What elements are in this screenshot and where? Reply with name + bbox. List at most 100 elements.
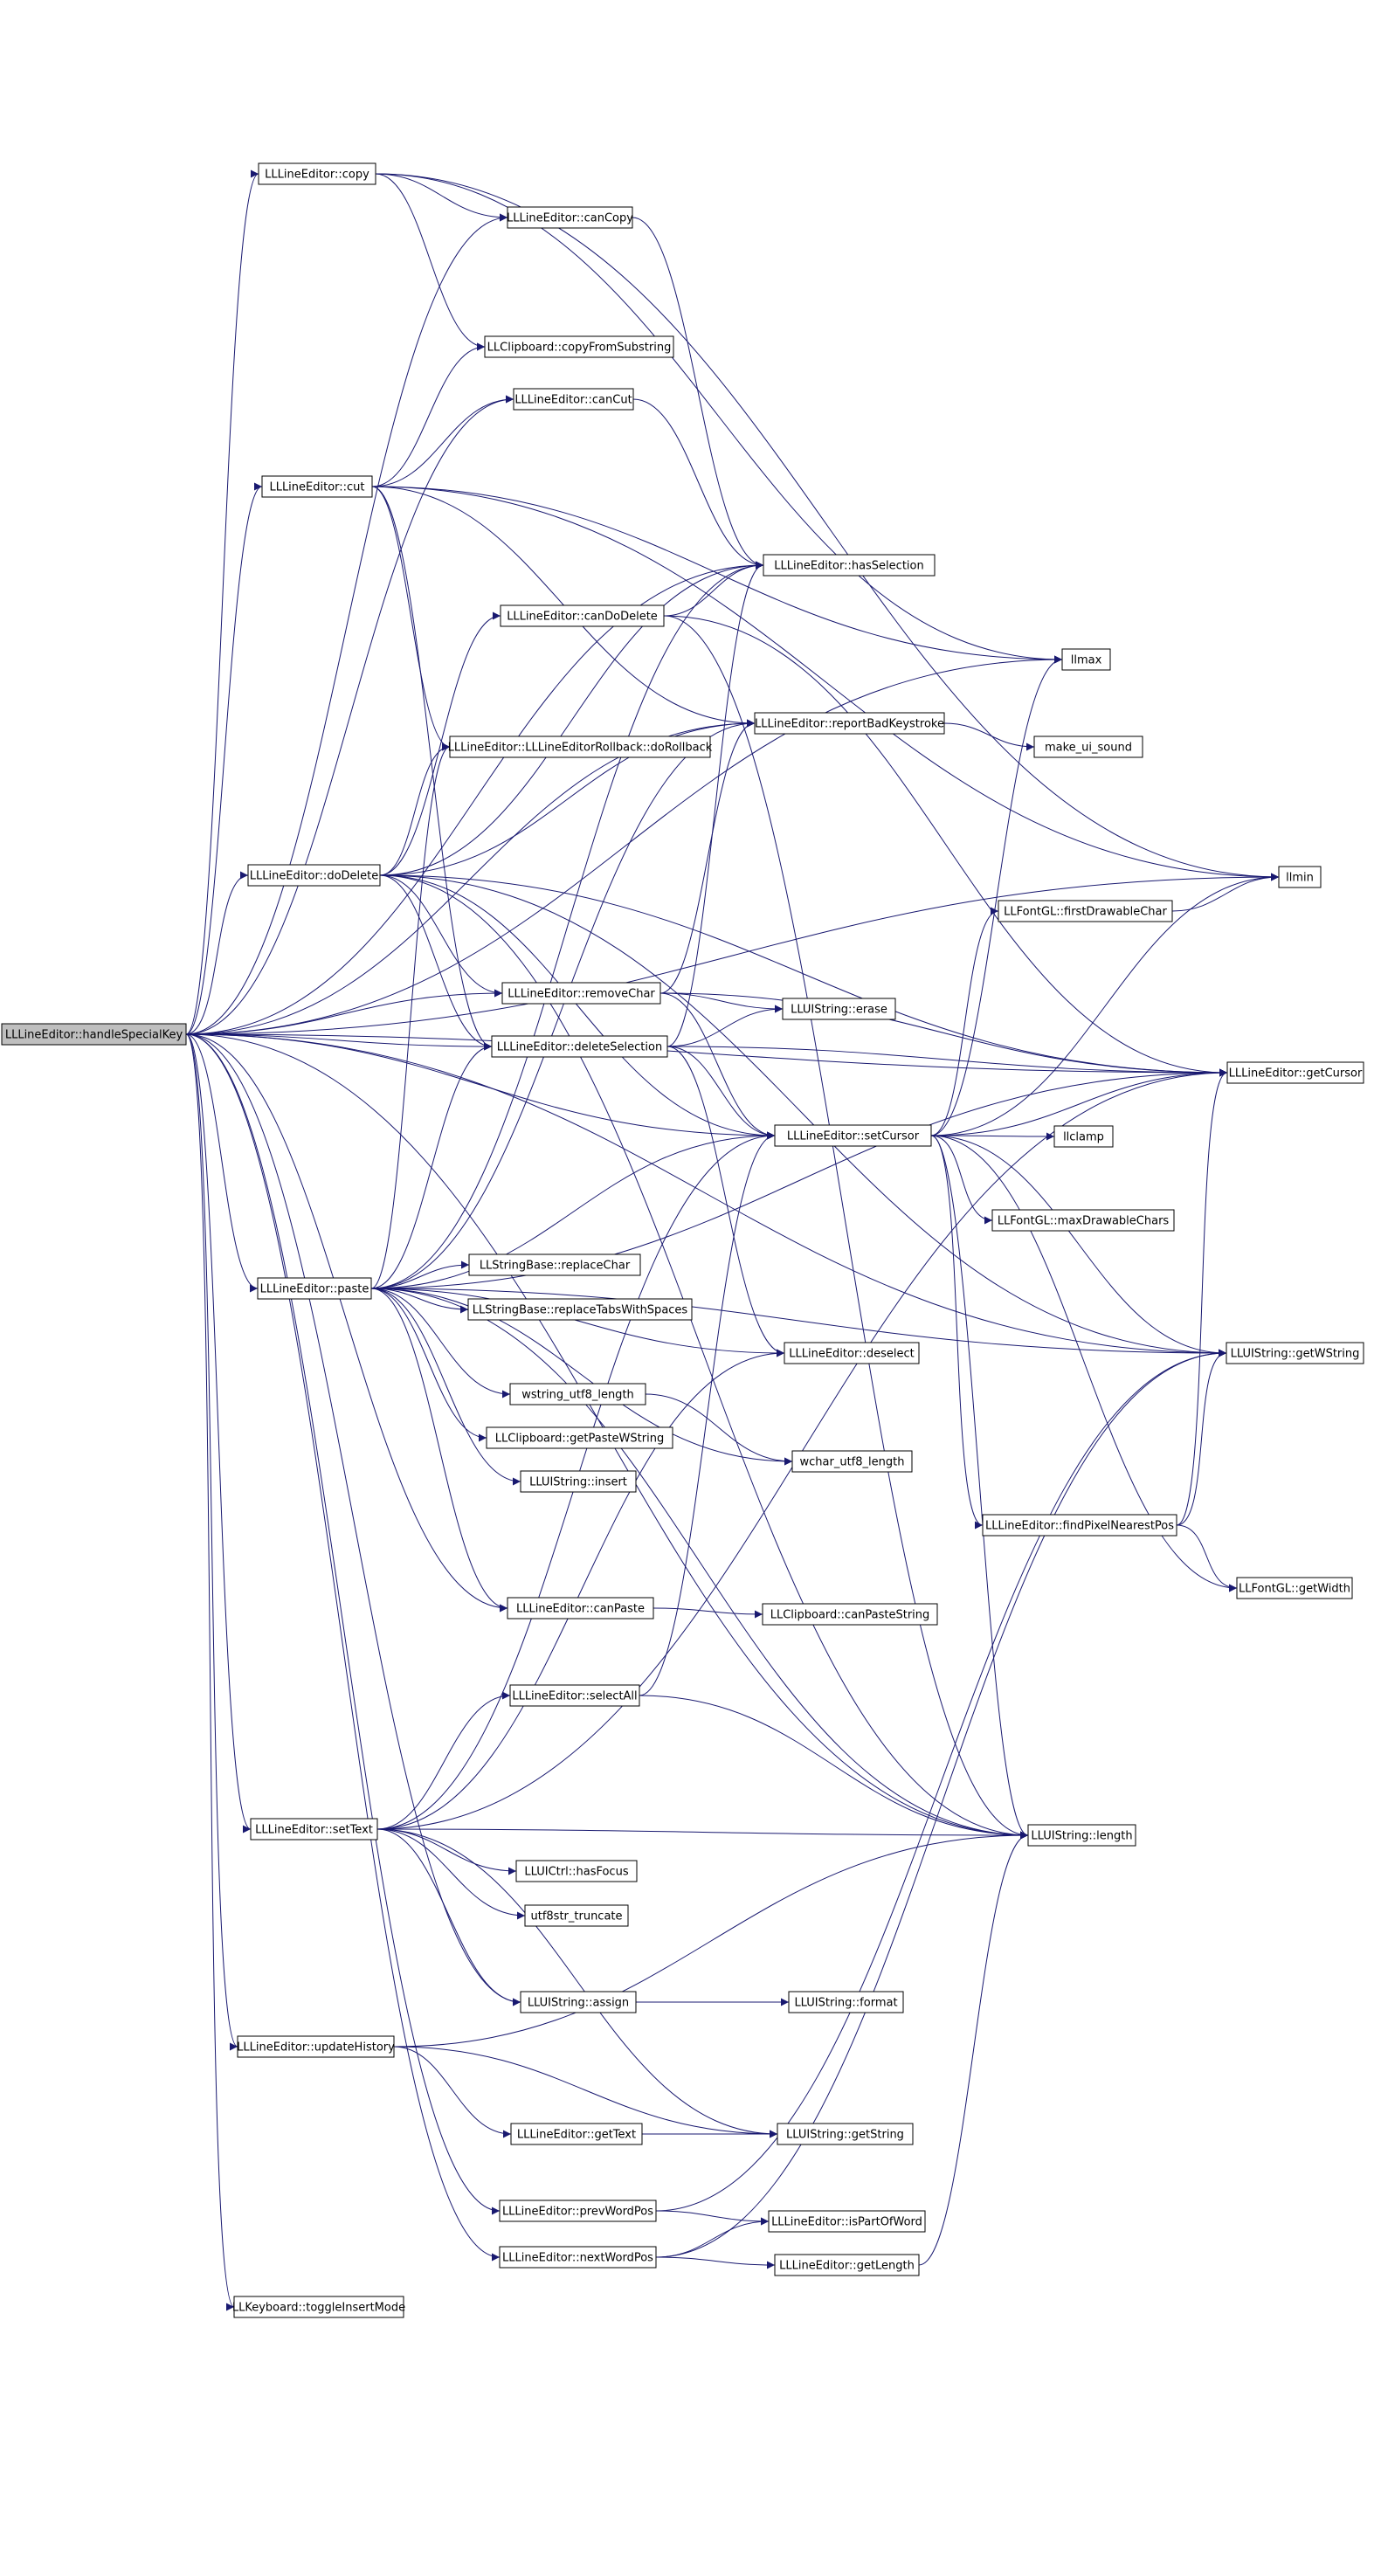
node-wstring-utf8-length[interactable]: wstring_utf8_length bbox=[509, 1383, 646, 1405]
node-lllineeditor-settext[interactable]: LLLineEditor::setText bbox=[250, 1818, 378, 1840]
node-llfontgl-firstdrawablechar[interactable]: LLFontGL::firstDrawableChar bbox=[998, 900, 1173, 922]
node-lllineeditor-lllineeditorrollback-dorollback[interactable]: LLLineEditor::LLLineEditorRollback::doRo… bbox=[448, 736, 713, 758]
edge-setcursor-to-firstdrawablechar bbox=[930, 907, 999, 1136]
node-label: LLLineEditor::selectAll bbox=[512, 1690, 637, 1703]
node-lluistring-getstring[interactable]: LLUIString::getString bbox=[777, 2123, 914, 2145]
node-label: LLLineEditor::getCursor bbox=[1229, 1067, 1363, 1081]
edge-removechar-to-setcursor bbox=[659, 992, 776, 1140]
node-lluistring-format[interactable]: LLUIString::format bbox=[788, 1991, 904, 2013]
edge-wstring-utf8-length-to-wchar-utf8-length bbox=[645, 1393, 793, 1466]
node-lllineeditor-getlength[interactable]: LLLineEditor::getLength bbox=[774, 2254, 920, 2276]
node-box bbox=[763, 554, 936, 577]
node-lllineeditor-cut[interactable]: LLLineEditor::cut bbox=[261, 475, 373, 498]
node-box bbox=[486, 1426, 673, 1449]
node-lllineeditor-gettext[interactable]: LLLineEditor::getText bbox=[510, 2123, 643, 2145]
edge-dodelete-to-removechar bbox=[379, 874, 503, 998]
node-label: LLFontGL::maxDrawableChars bbox=[998, 1215, 1170, 1228]
node-box bbox=[484, 335, 674, 358]
node-lllineeditor-updatehistory[interactable]: LLLineEditor::updateHistory bbox=[237, 2035, 395, 2058]
node-lluistring-assign[interactable]: LLUIString::assign bbox=[520, 1991, 637, 2013]
node-lllineeditor-candodelete[interactable]: LLLineEditor::canDoDelete bbox=[500, 604, 665, 627]
edge-handlespecialkey-to-hasselection bbox=[185, 561, 764, 1035]
node-llfontgl-getwidth[interactable]: LLFontGL::getWidth bbox=[1236, 1577, 1353, 1599]
node-lllineeditor-reportbadkeystroke[interactable]: LLLineEditor::reportBadKeystroke bbox=[754, 712, 945, 735]
node-llmin[interactable]: llmin bbox=[1278, 866, 1322, 888]
node-label: LLLineEditor::getText bbox=[517, 2129, 636, 2142]
node-llkeyboard-toggleinsertmode[interactable]: LLKeyboard::toggleInsertMode bbox=[232, 2296, 405, 2318]
node-lllineeditor-nextwordpos[interactable]: LLLineEditor::nextWordPos bbox=[499, 2246, 657, 2269]
node-lluistring-insert[interactable]: LLUIString::insert bbox=[520, 1470, 637, 1493]
node-make-ui-sound[interactable]: make_ui_sound bbox=[1033, 736, 1143, 758]
node-box bbox=[237, 2035, 395, 2058]
edge-settext-to-deselect bbox=[376, 1349, 785, 1830]
node-lllineeditor-deselect[interactable]: LLLineEditor::deselect bbox=[784, 1342, 920, 1364]
node-llfontgl-maxdrawablechars[interactable]: LLFontGL::maxDrawableChars bbox=[991, 1209, 1175, 1232]
node-llclipboard-copyfromsubstring[interactable]: LLClipboard::copyFromSubstring bbox=[484, 335, 674, 358]
node-lllineeditor-dodelete[interactable]: LLLineEditor::doDelete bbox=[247, 864, 381, 887]
node-utf8str-truncate[interactable]: utf8str_truncate bbox=[524, 1904, 629, 1927]
edge-handlespecialkey-to-deleteselection bbox=[185, 1033, 493, 1051]
edge-deleteselection-to-erase bbox=[666, 1005, 784, 1047]
node-lluistring-getwstring[interactable]: LLUIString::getWString bbox=[1226, 1342, 1364, 1364]
node-lllineeditor-copy[interactable]: LLLineEditor::copy bbox=[258, 162, 376, 185]
edge-paste-to-hasselection bbox=[370, 561, 764, 1289]
node-lluictrl-hasfocus[interactable]: LLUICtrl::hasFocus bbox=[515, 1860, 638, 1882]
node-lllineeditor-setcursor[interactable]: LLLineEditor::setCursor bbox=[774, 1124, 932, 1147]
node-lllineeditor-canpaste[interactable]: LLLineEditor::canPaste bbox=[507, 1597, 654, 1619]
edge-settext-to-assign bbox=[376, 1828, 521, 2006]
node-wchar-utf8-length[interactable]: wchar_utf8_length bbox=[791, 1450, 913, 1473]
edge-canpaste-to-canpastestring bbox=[653, 1607, 763, 1619]
edge-prevwordpos-to-getwstring bbox=[655, 1349, 1227, 2212]
edge-dodelete-to-getwstring bbox=[379, 874, 1227, 1357]
node-lllineeditor-removechar[interactable]: LLLineEditor::removeChar bbox=[501, 982, 661, 1005]
edge-cut-to-deleteselection bbox=[371, 486, 493, 1051]
node-box bbox=[510, 2123, 643, 2145]
edge-setcursor-to-llmin bbox=[930, 873, 1280, 1136]
node-llclipboard-getpastewstring[interactable]: LLClipboard::getPasteWString bbox=[486, 1426, 673, 1449]
edge-handlespecialkey-to-canpaste bbox=[185, 1033, 508, 1613]
node-label: LLUIString::erase bbox=[791, 1004, 887, 1017]
edge-selectall-to-setcursor bbox=[639, 1131, 776, 1696]
edge-candodelete-to-hasselection bbox=[663, 561, 764, 617]
node-lllineeditor-prevwordpos[interactable]: LLLineEditor::prevWordPos bbox=[499, 2200, 657, 2222]
node-llstringbase-replacetabswithspaces[interactable]: LLStringBase::replaceTabsWithSpaces bbox=[467, 1298, 693, 1321]
node-label: LLClipboard::copyFromSubstring bbox=[487, 342, 672, 355]
node-box bbox=[257, 1277, 372, 1300]
node-lluistring-erase[interactable]: LLUIString::erase bbox=[782, 998, 896, 1020]
node-lllineeditor-cancopy[interactable]: LLLineEditor::canCopy bbox=[507, 206, 633, 229]
edge-getlength-to-length bbox=[918, 1831, 1029, 2266]
node-lllineeditor-deleteselection[interactable]: LLLineEditor::deleteSelection bbox=[491, 1035, 668, 1058]
node-llclipboard-canpastestring[interactable]: LLClipboard::canPasteString bbox=[762, 1603, 938, 1626]
node-box bbox=[1033, 736, 1143, 758]
node-lllineeditor-cancut[interactable]: LLLineEditor::canCut bbox=[513, 388, 634, 411]
node-box bbox=[788, 1991, 904, 2013]
edge-paste-to-deleteselection bbox=[370, 1042, 493, 1289]
node-lllineeditor-hasselection[interactable]: LLLineEditor::hasSelection bbox=[763, 554, 936, 577]
edge-handlespecialkey-to-getwstring bbox=[185, 1033, 1227, 1357]
edge-handlespecialkey-to-toggleinsertmode bbox=[185, 1033, 235, 2311]
node-label: LLLineEditor::reportBadKeystroke bbox=[755, 718, 944, 731]
node-lllineeditor-paste[interactable]: LLLineEditor::paste bbox=[257, 1277, 372, 1300]
edge-cut-to-dorollback bbox=[371, 486, 451, 751]
node-lluistring-length[interactable]: LLUIString::length bbox=[1027, 1824, 1136, 1847]
nodes: LLLineEditor::handleSpecialKeyLLLineEdit… bbox=[1, 162, 1364, 2318]
node-box bbox=[507, 206, 633, 229]
node-lllineeditor-selectall[interactable]: LLLineEditor::selectAll bbox=[509, 1684, 640, 1707]
node-box bbox=[791, 1450, 913, 1473]
node-label: LLUICtrl::hasFocus bbox=[524, 1866, 628, 1879]
node-lllineeditor-ispartofword[interactable]: LLLineEditor::isPartOfWord bbox=[768, 2210, 926, 2233]
edge-cancut-to-hasselection bbox=[632, 398, 764, 570]
node-lllineeditor-handlespecialkey[interactable]: LLLineEditor::handleSpecialKey bbox=[1, 1023, 187, 1046]
edge-handlespecialkey-to-assign bbox=[185, 1033, 521, 2006]
edge-nextwordpos-to-getwstring bbox=[655, 1349, 1227, 2258]
node-label: LLStringBase::replaceChar bbox=[480, 1260, 631, 1273]
node-llstringbase-replacechar[interactable]: LLStringBase::replaceChar bbox=[468, 1253, 641, 1276]
node-llclamp[interactable]: llclamp bbox=[1053, 1125, 1114, 1148]
node-label: LLKeyboard::toggleInsertMode bbox=[232, 2302, 405, 2315]
edge-handlespecialkey-to-llmin bbox=[185, 873, 1280, 1035]
node-box bbox=[762, 1603, 938, 1626]
node-label: llclamp bbox=[1063, 1131, 1104, 1144]
node-llmax[interactable]: llmax bbox=[1061, 648, 1111, 671]
node-lllineeditor-findpixelnearestpos[interactable]: LLLineEditor::findPixelNearestPos bbox=[982, 1514, 1177, 1537]
node-lllineeditor-getcursor[interactable]: LLLineEditor::getCursor bbox=[1226, 1061, 1364, 1084]
